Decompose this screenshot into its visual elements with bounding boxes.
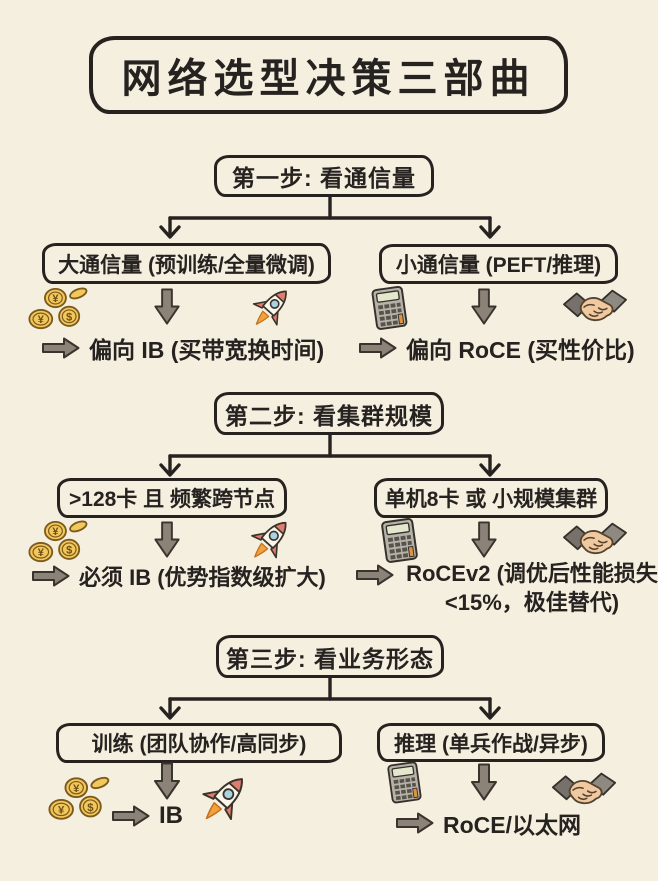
right-block-arrow-icon — [359, 337, 397, 359]
step-2-right-result: RoCEv2 (调优后性能损失 <15%，极佳替代) — [356, 560, 658, 617]
coins-icon — [48, 774, 114, 824]
step-1-right-condition-box: 小通信量 (PEFT/推理) — [379, 244, 618, 284]
step-3-left-result: IB — [112, 802, 183, 830]
step-3-label: 第三步: 看业务形态 — [225, 645, 435, 672]
rocket-icon — [246, 283, 296, 333]
poster-title: 网络选型决策三部曲 — [121, 57, 536, 101]
branch-connector-3 — [0, 678, 658, 726]
step-3-right-result: RoCE/以太网 — [396, 806, 581, 840]
step-1-right-result: 偏向 RoCE (买性价比) — [359, 331, 635, 365]
coins-icon — [28, 285, 92, 333]
calculator-icon — [376, 517, 422, 564]
handshake-icon — [562, 520, 628, 562]
down-block-arrow-icon — [154, 288, 180, 325]
branch-connector-1 — [0, 197, 658, 245]
step-1-left-result: 偏向 IB (买带宽换时间) — [42, 331, 324, 365]
rocket-icon — [244, 514, 296, 566]
step-2-right-condition-box: 单机8卡 或 小规模集群 — [374, 478, 608, 518]
right-block-arrow-icon — [112, 805, 150, 827]
step-1-label: 第一步: 看通信量 — [231, 165, 417, 191]
step-2-box: 第二步: 看集群规模 — [214, 392, 444, 435]
step-2-label: 第二步: 看集群规模 — [224, 402, 434, 429]
step-3-left-condition-box: 训练 (团队协作/高同步) — [56, 723, 342, 763]
step-3-box: 第三步: 看业务形态 — [216, 635, 444, 678]
down-block-arrow-icon — [154, 762, 180, 800]
poster-title-box: 网络选型决策三部曲 — [89, 36, 568, 114]
result-text: RoCE/以太网 — [443, 812, 581, 838]
down-block-arrow-icon — [471, 288, 497, 325]
rocket-icon — [196, 768, 252, 830]
condition-label: 训练 (团队协作/高同步) — [91, 733, 307, 756]
right-block-arrow-icon — [42, 337, 80, 359]
result-text: RoCEv2 (调优后性能损失 <15%，极佳替代) — [406, 561, 658, 615]
result-text: 偏向 IB (买带宽换时间) — [89, 337, 325, 363]
condition-label: 大通信量 (预训练/全量微调) — [58, 253, 315, 277]
condition-label: 单机8卡 或 小规模集群 — [384, 488, 598, 511]
condition-label: 推理 (单兵作战/异步) — [394, 732, 588, 756]
down-block-arrow-icon — [471, 521, 497, 558]
condition-label: >128卡 且 频繁跨节点 — [69, 488, 275, 511]
handshake-icon — [562, 287, 628, 329]
result-text: 必须 IB (优势指数级扩大) — [79, 565, 326, 590]
step-3-right-condition-box: 推理 (单兵作战/异步) — [377, 723, 605, 762]
result-text: 偏向 RoCE (买性价比) — [406, 337, 635, 363]
branch-connector-2 — [0, 435, 658, 483]
calculator-icon — [383, 760, 425, 805]
coins-icon — [28, 518, 92, 566]
step-1-box: 第一步: 看通信量 — [214, 155, 434, 197]
right-block-arrow-icon — [396, 812, 434, 834]
down-block-arrow-icon — [154, 521, 180, 558]
down-block-arrow-icon — [471, 763, 497, 801]
step-1-left-condition-box: 大通信量 (预训练/全量微调) — [42, 243, 331, 284]
right-block-arrow-icon — [32, 565, 70, 587]
result-text: IB — [159, 802, 183, 829]
step-2-left-condition-box: >128卡 且 频繁跨节点 — [57, 478, 287, 518]
right-block-arrow-icon — [356, 564, 394, 586]
calculator-icon — [366, 285, 412, 331]
step-2-left-result: 必须 IB (优势指数级扩大) — [32, 560, 326, 592]
condition-label: 小通信量 (PEFT/推理) — [395, 254, 602, 277]
